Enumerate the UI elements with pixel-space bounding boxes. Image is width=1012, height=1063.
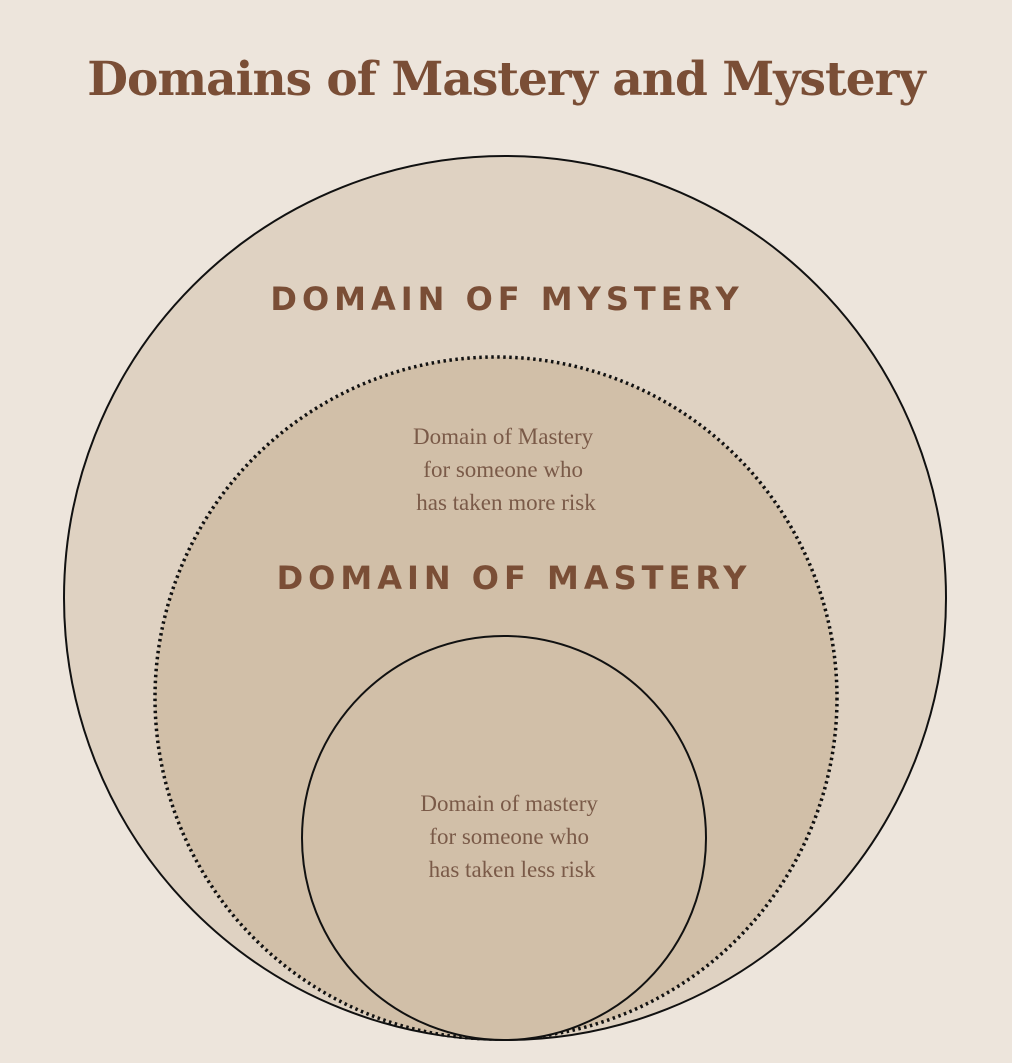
mastery-less-risk-circle: [301, 635, 707, 1041]
page-title: Domains of Mastery and Mystery: [87, 52, 925, 107]
less-risk-line-2: for someone who: [429, 824, 589, 849]
more-risk-label: Domain of Mastery for someone who has ta…: [413, 424, 599, 515]
less-risk-line-3: has taken less risk: [429, 857, 596, 882]
more-risk-line-3: has taken more risk: [416, 490, 596, 515]
mastery-label: DOMAIN OF MASTERY: [277, 559, 752, 597]
less-risk-line-1: Domain of mastery: [420, 791, 598, 816]
more-risk-line-2: for someone who: [423, 457, 583, 482]
less-risk-label: Domain of mastery for someone who has ta…: [420, 791, 603, 882]
mystery-label: DOMAIN OF MYSTERY: [270, 280, 743, 318]
more-risk-line-1: Domain of Mastery: [413, 424, 594, 449]
